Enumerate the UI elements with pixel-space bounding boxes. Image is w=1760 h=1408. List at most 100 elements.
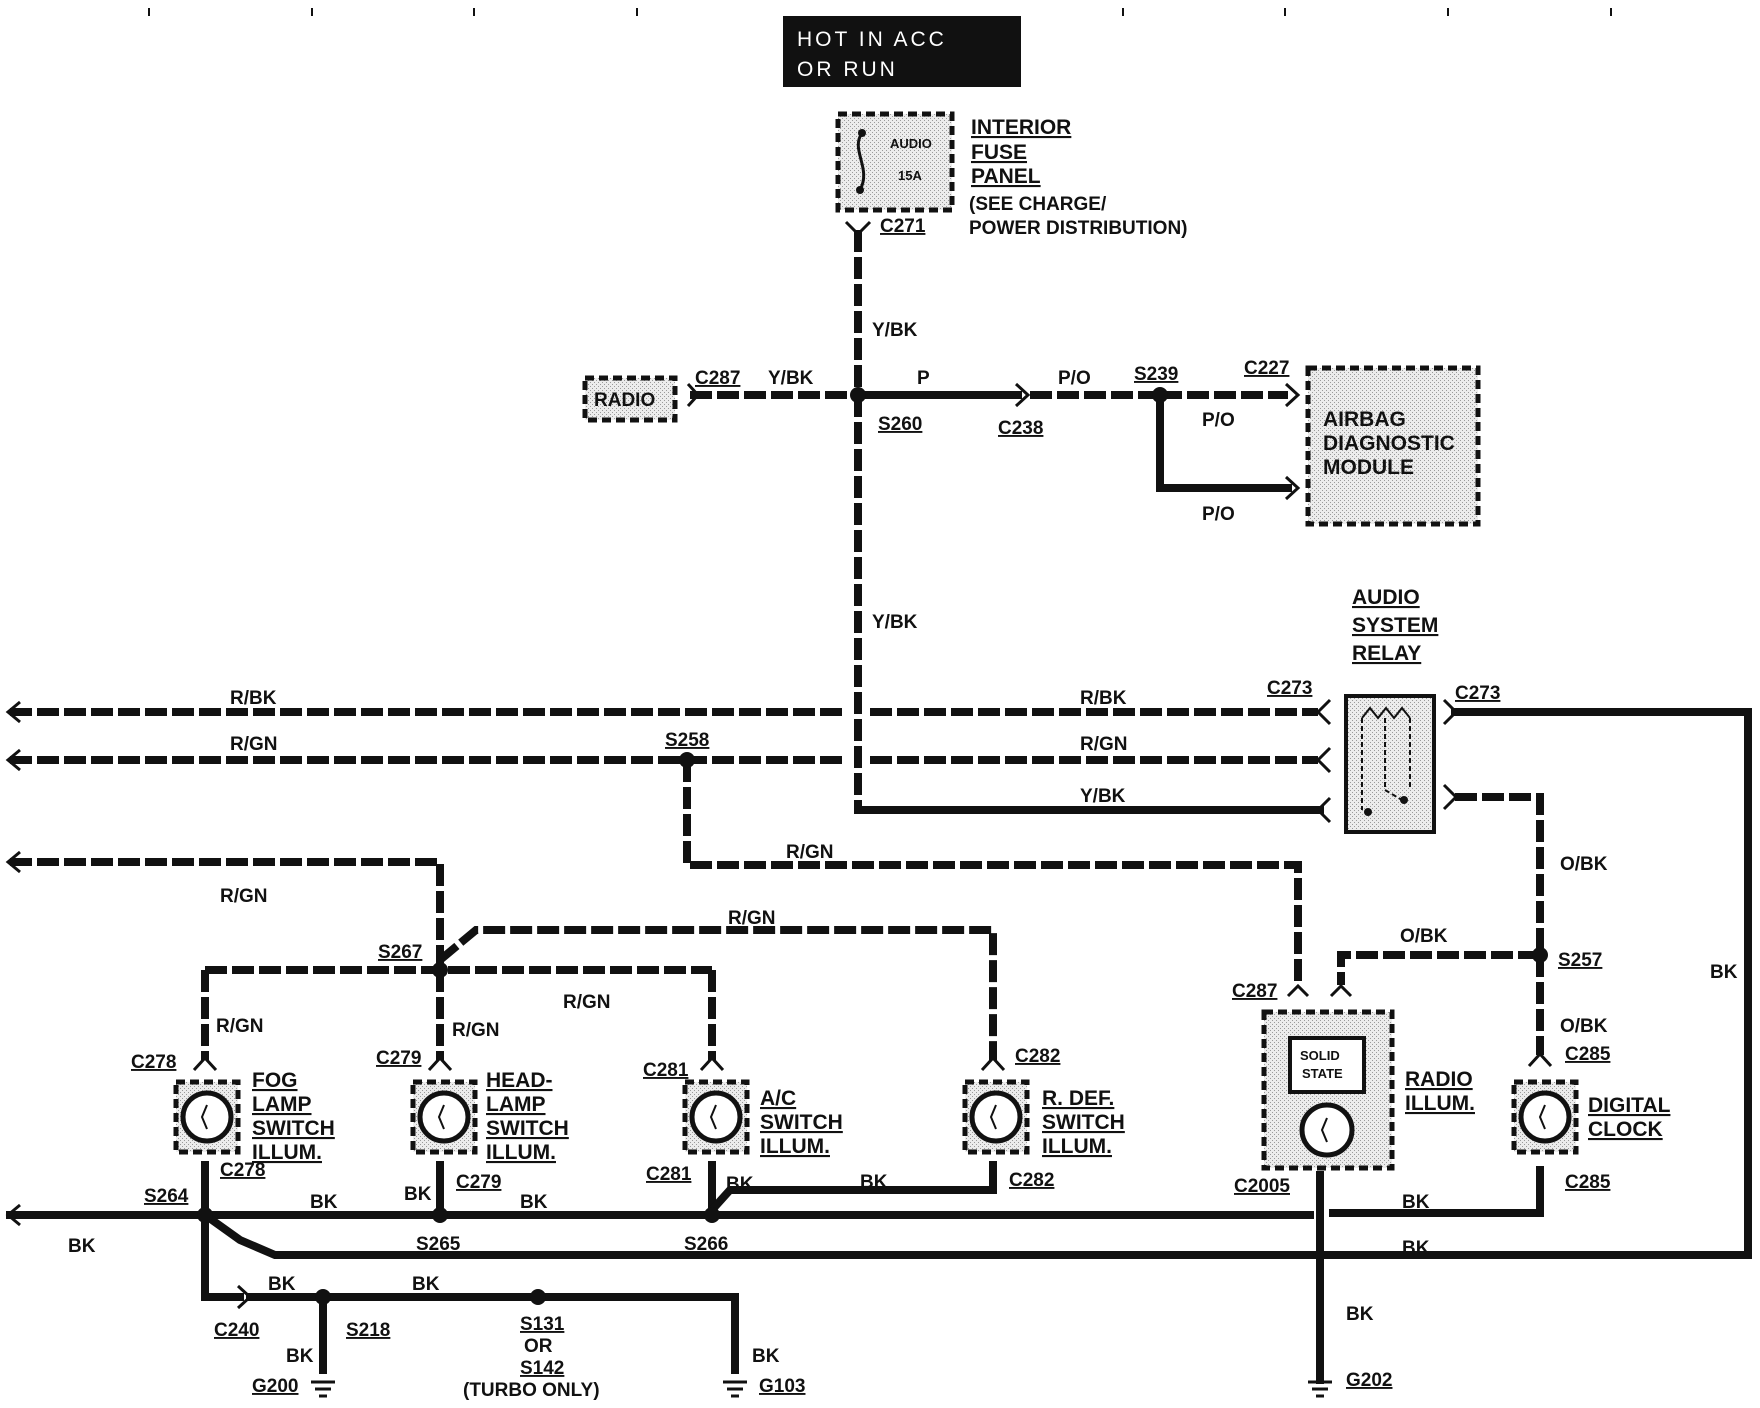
wire-label-obk-2: O/BK <box>1400 926 1448 947</box>
wire-label-rgn-7: R/GN <box>216 1016 264 1037</box>
radio-illum-label-2: ILLUM. <box>1405 1092 1475 1115</box>
splice-dots <box>197 387 1548 1305</box>
solid-state-label-2: STATE <box>1302 1066 1343 1081</box>
ground-g103: G103 <box>759 1376 805 1397</box>
wire-label-rgn-1: R/GN <box>230 734 278 755</box>
wire-label-obk-3: O/BK <box>1560 1016 1608 1037</box>
airbag-label-2: DIAGNOSTIC <box>1323 432 1455 455</box>
headlamp-label-1: HEAD- <box>486 1069 553 1092</box>
fog-label-1: FOG <box>252 1069 298 1092</box>
splice-s257: S257 <box>1558 950 1602 971</box>
wire-label-rgn-3: R/GN <box>786 842 834 863</box>
splice-s142: S142 <box>520 1358 564 1379</box>
headlamp-switch-illum <box>410 1079 478 1155</box>
header-line-2: OR RUN <box>797 58 898 81</box>
wire-label-bk-2: BK <box>310 1192 338 1213</box>
splice-s266: S266 <box>684 1234 728 1255</box>
fuse-panel-note-1: (SEE CHARGE/ <box>969 194 1107 215</box>
wire-label-p: P <box>917 368 930 389</box>
wire-label-po-3: P/O <box>1202 504 1235 525</box>
connector-c271: C271 <box>880 216 926 237</box>
rdef-label-2: SWITCH <box>1042 1111 1125 1134</box>
wire-label-ybk-3: Y/BK <box>872 612 918 633</box>
wire-label-bk-14: BK <box>1346 1304 1374 1325</box>
wire-label-bk-11: BK <box>412 1274 440 1295</box>
headlamp-label-4: ILLUM. <box>486 1141 556 1164</box>
wire-label-po-2: P/O <box>1202 410 1235 431</box>
ac-label-3: ILLUM. <box>760 1135 830 1158</box>
wire-label-ybk-4: Y/BK <box>1080 786 1126 807</box>
wire-label-obk-1: O/BK <box>1560 854 1608 875</box>
fuse-panel-title-1: INTERIOR <box>971 116 1071 139</box>
splice-s267: S267 <box>378 942 422 963</box>
wire-label-bk-10: BK <box>268 1274 296 1295</box>
connector-c282-top: C282 <box>1015 1046 1060 1067</box>
connector-c238: C238 <box>998 418 1043 439</box>
wire-label-bk-3: BK <box>520 1192 548 1213</box>
wires <box>6 230 1752 1384</box>
splice-s131: S131 <box>520 1314 565 1335</box>
splice-s264: S264 <box>144 1186 189 1207</box>
wire-label-po-1: P/O <box>1058 368 1091 389</box>
wire-label-bk-7: BK <box>68 1236 96 1257</box>
airbag-diagnostic-module: AIRBAG DIAGNOSTIC MODULE <box>1305 365 1481 527</box>
radio-component: RADIO <box>582 375 678 423</box>
ground-symbols <box>311 1380 1332 1398</box>
connector-c285-bottom: C285 <box>1565 1172 1611 1193</box>
wire-label-rgn-5: R/GN <box>728 908 776 929</box>
connector-c2005: C2005 <box>1234 1176 1290 1197</box>
connector-c240: C240 <box>214 1320 259 1341</box>
turbo-or: OR <box>524 1336 553 1357</box>
wire-label-bk-6: BK <box>860 1172 888 1193</box>
radio-label: RADIO <box>594 390 655 411</box>
ground-g200: G200 <box>252 1376 298 1397</box>
connector-c279-bottom: C279 <box>456 1172 501 1193</box>
ac-switch-illum <box>682 1079 750 1155</box>
wire-label-rbk-1: R/BK <box>230 688 277 709</box>
splice-s260: S260 <box>878 414 922 435</box>
clock-label-2: CLOCK <box>1588 1118 1663 1141</box>
connector-c227: C227 <box>1244 358 1289 379</box>
audio-fuse: AUDIO 15A <box>835 111 955 213</box>
connector-c281-bottom: C281 <box>646 1164 692 1185</box>
digital-clock <box>1511 1079 1579 1155</box>
splice-s265: S265 <box>416 1234 461 1255</box>
connector-chevrons <box>5 220 1553 1310</box>
wire-label-bk-12: BK <box>286 1346 314 1367</box>
ac-label-1: A/C <box>760 1087 796 1110</box>
splice-s258: S258 <box>665 730 709 751</box>
fuse-panel-note-2: POWER DISTRIBUTION) <box>969 218 1188 239</box>
wire-label-ybk-2: Y/BK <box>768 368 814 389</box>
connector-c273-left: C273 <box>1267 678 1312 699</box>
relay-title-2: SYSTEM <box>1352 614 1438 637</box>
connector-c279-top: C279 <box>376 1048 421 1069</box>
connector-c282-bottom: C282 <box>1009 1170 1054 1191</box>
audio-system-relay <box>1344 694 1436 834</box>
wire-label-rgn-8: R/GN <box>452 1020 500 1041</box>
ac-label-2: SWITCH <box>760 1111 843 1134</box>
wire-label-rgn-6: R/GN <box>563 992 611 1013</box>
connector-c278-top: C278 <box>131 1052 176 1073</box>
header-line-1: HOT IN ACC <box>797 28 947 51</box>
fuse-panel-title-3: PANEL <box>971 165 1041 188</box>
solid-state-label-1: SOLID <box>1300 1048 1340 1063</box>
wire-label-rgn-2: R/GN <box>1080 734 1128 755</box>
fuse-name: AUDIO <box>890 136 932 151</box>
fog-label-3: SWITCH <box>252 1117 335 1140</box>
wire-label-bk-4: BK <box>404 1184 432 1205</box>
turbo-only-note: (TURBO ONLY) <box>463 1380 600 1401</box>
rdef-label-1: R. DEF. <box>1042 1087 1114 1110</box>
fog-lamp-switch-illum <box>173 1079 241 1155</box>
airbag-label-3: MODULE <box>1323 456 1414 479</box>
connector-c278-bottom: C278 <box>220 1160 265 1181</box>
clock-label-1: DIGITAL <box>1588 1094 1671 1117</box>
fuse-rating: 15A <box>898 168 922 183</box>
relay-title-1: AUDIO <box>1352 586 1420 609</box>
power-source-header: HOT IN ACC OR RUN <box>783 16 1021 87</box>
fog-label-2: LAMP <box>252 1093 312 1116</box>
wire-label-rbk-2: R/BK <box>1080 688 1127 709</box>
wire-label-bk-1: BK <box>1710 962 1738 983</box>
relay-title-3: RELAY <box>1352 642 1421 665</box>
fog-label-4: ILLUM. <box>252 1141 322 1164</box>
